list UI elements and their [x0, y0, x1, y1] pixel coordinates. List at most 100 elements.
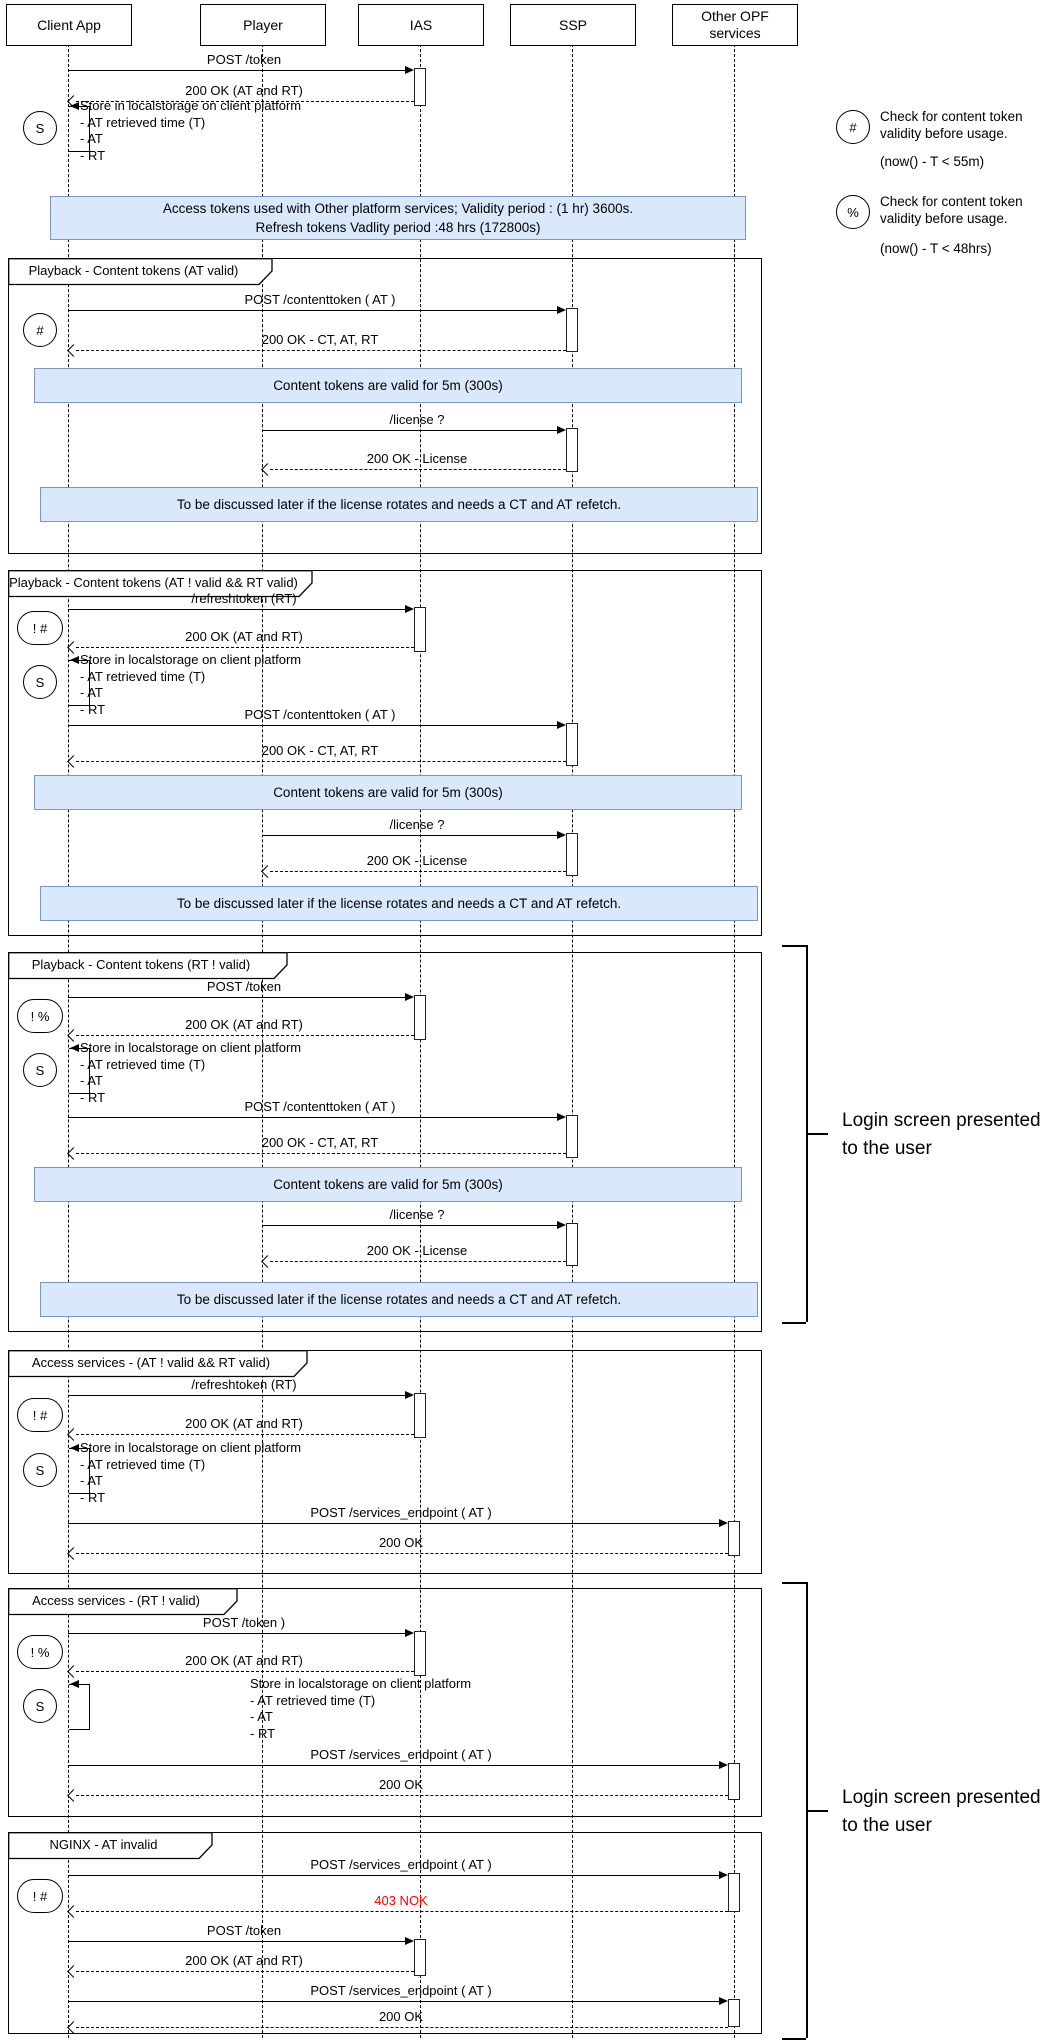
self-message-text: Store in localstorage on client platform… [80, 1440, 301, 1506]
legend-text-line: Check for content token [880, 194, 1023, 209]
self-message-line: - AT retrieved time (T) [80, 114, 206, 130]
message-label: /license ? [389, 817, 445, 832]
self-message-line: - AT [80, 131, 103, 146]
bracket-mid-tick [806, 1133, 828, 1135]
sequence-frame [8, 1350, 762, 1574]
message-label: 200 OK [378, 1777, 424, 1792]
message-line [76, 101, 414, 102]
arrowhead-icon [557, 1112, 566, 1121]
sequence-frame [8, 258, 762, 554]
note-banner-line: To be discussed later if the license rot… [176, 1292, 622, 1307]
note-banner-line: To be discussed later if the license rot… [176, 497, 622, 512]
lifeline-ssp [572, 44, 573, 2038]
self-message-line: Store in localstorage on client platform [80, 98, 302, 113]
message-line [68, 997, 405, 998]
arrowhead-icon [70, 1443, 79, 1452]
marker-circle: S [23, 665, 57, 699]
activation-bar [566, 428, 578, 472]
message-label: 200 OK (AT and RT) [185, 1953, 303, 1968]
arrowhead-icon [70, 101, 79, 110]
activation-bar [728, 1763, 740, 1800]
message-line [68, 70, 405, 71]
message-line [68, 310, 557, 311]
actor-label: Client App [37, 16, 101, 33]
frame-tab-shape [8, 1832, 213, 1860]
message-label: /license ? [389, 412, 445, 427]
self-message-line: - AT [80, 1073, 103, 1088]
message-line [76, 350, 566, 351]
frame-label: Playback - Content tokens (RT ! valid) [31, 957, 251, 972]
bracket-label: Login screen presented to the user [842, 1784, 1041, 1840]
legend-text-line: validity before usage. [880, 211, 1008, 226]
self-message-line: Store in localstorage on client platform [250, 1676, 472, 1691]
self-message-line: - AT retrieved time (T) [80, 1456, 206, 1472]
frame-label: NGINX - AT invalid [49, 1837, 158, 1852]
self-message-line: - AT retrieved time (T) [250, 1692, 376, 1708]
note-banner: Content tokens are valid for 5m (300s) [34, 775, 742, 810]
self-message-text: Store in localstorage on client platform… [80, 1040, 301, 1106]
actor-box-ssp: SSP [510, 4, 636, 46]
message-label: POST /services_endpoint ( AT ) [310, 1505, 492, 1520]
frame-tab: Playback - Content tokens (AT ! valid &&… [8, 570, 313, 598]
message-line [68, 725, 557, 726]
arrowhead-icon [405, 65, 414, 74]
message-label: 200 OK [378, 2009, 424, 2024]
message-line [68, 1523, 719, 1524]
message-line [270, 871, 566, 872]
self-message-line: - AT retrieved time (T) [80, 668, 206, 684]
message-label: /refreshtoken (RT) [191, 591, 297, 606]
message-line [68, 1633, 405, 1634]
message-label: POST /services_endpoint ( AT ) [310, 1983, 492, 1998]
bracket-label-line: to the user [842, 1815, 932, 1836]
activation-bar [414, 68, 426, 106]
bracket-tick [782, 1582, 806, 1584]
bracket-label-line: Login screen presented [842, 1787, 1041, 1808]
actor-box-ias: IAS [358, 4, 484, 46]
frame-tab: Access services - (RT ! valid) [8, 1588, 238, 1616]
frame-tab-shape [8, 258, 273, 286]
note-banner-line: To be discussed later if the license rot… [176, 896, 622, 911]
message-line [76, 1035, 414, 1036]
arrowhead-icon [405, 1936, 414, 1945]
actor-box-player: Player [200, 4, 326, 46]
message-line [262, 1225, 557, 1226]
bracket-tick [782, 2038, 806, 2040]
self-message-line: - AT [80, 1473, 103, 1488]
frame-tab: NGINX - AT invalid [8, 1832, 213, 1860]
message-line [76, 1795, 728, 1796]
legend-text: Check for content token validity before u… [880, 193, 1023, 227]
self-message-line: - AT [250, 1709, 273, 1724]
legend-text-line: validity before usage. [880, 126, 1008, 141]
message-label: POST /contenttoken ( AT ) [244, 1099, 396, 1114]
activation-bar [414, 1393, 426, 1438]
bracket-label-line: to the user [842, 1138, 932, 1159]
activation-bar [566, 1223, 578, 1266]
message-line [76, 647, 414, 648]
sequence-frame [8, 952, 762, 1332]
legend-symbol: % [836, 195, 870, 229]
message-line [262, 430, 557, 431]
self-message-line: Store in localstorage on client platform [80, 1440, 302, 1455]
sequence-frame [8, 570, 762, 936]
arrowhead-icon [719, 1996, 728, 2005]
legend-formula: (now() - T < 55m) [880, 154, 985, 169]
self-message-line: - RT [250, 1725, 276, 1741]
frame-tab-shape [8, 1588, 238, 1616]
arrowhead-icon [405, 992, 414, 1001]
marker-circle: ! # [17, 611, 63, 645]
message-label: 200 OK (AT and RT) [185, 629, 303, 644]
sequence-frame [8, 1588, 762, 1817]
message-label: 200 OK - License [366, 1243, 468, 1258]
message-line [262, 835, 557, 836]
self-message-line: - RT [80, 701, 106, 717]
message-line [68, 609, 405, 610]
message-label: POST /services_endpoint ( AT ) [310, 1747, 492, 1762]
message-label: 200 OK - CT, AT, RT [261, 332, 379, 347]
arrowhead-icon [557, 720, 566, 729]
marker-circle: S [23, 1053, 57, 1087]
message-line [68, 1395, 405, 1396]
marker-circle: ! % [17, 1635, 63, 1669]
frame-tab-shape [8, 1350, 308, 1378]
actor-label: Other OPF [701, 8, 769, 24]
frame-tab: Playback - Content tokens (RT ! valid) [8, 952, 288, 980]
